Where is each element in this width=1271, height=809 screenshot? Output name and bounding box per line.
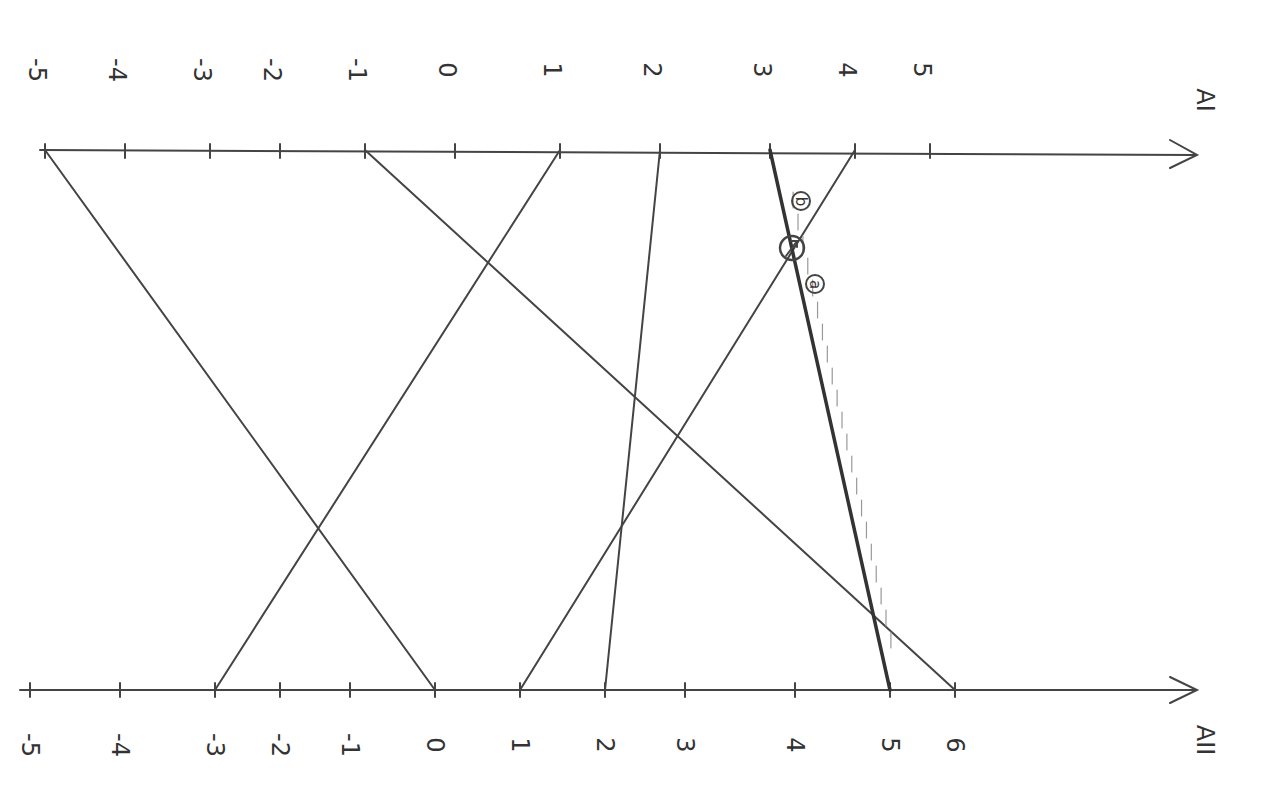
tick-number: 0: [435, 62, 459, 77]
tick-number: -3: [203, 733, 227, 757]
circled-letter: a: [807, 279, 822, 288]
tick-number: 1: [540, 62, 564, 77]
tick-number: 1: [508, 737, 532, 752]
tick-number: 3: [750, 62, 774, 77]
tick-number: 5: [878, 737, 902, 752]
tick-number: -5: [18, 733, 42, 757]
tick-number: 4: [783, 737, 807, 752]
tick-number: -2: [260, 58, 284, 82]
tick-number: 2: [593, 737, 617, 752]
tick-number: 6: [943, 737, 967, 752]
tick-number: 3: [673, 737, 697, 752]
tick-number: 0: [423, 737, 447, 752]
tick-number: -1: [345, 58, 369, 82]
tick-number: -4: [108, 733, 132, 757]
axis-name: AII: [1193, 725, 1217, 756]
tick-number: 5: [910, 62, 934, 77]
tick-number: -1: [338, 733, 362, 757]
tick-number: -4: [105, 58, 129, 82]
tick-number: -2: [268, 733, 292, 757]
tick-number: 2: [640, 62, 664, 77]
tick-number: 4: [835, 62, 859, 77]
tick-number: -5: [25, 58, 49, 82]
circled-letter: b: [794, 196, 809, 206]
axis-name: AI: [1193, 88, 1217, 112]
tick-number: -3: [190, 58, 214, 82]
